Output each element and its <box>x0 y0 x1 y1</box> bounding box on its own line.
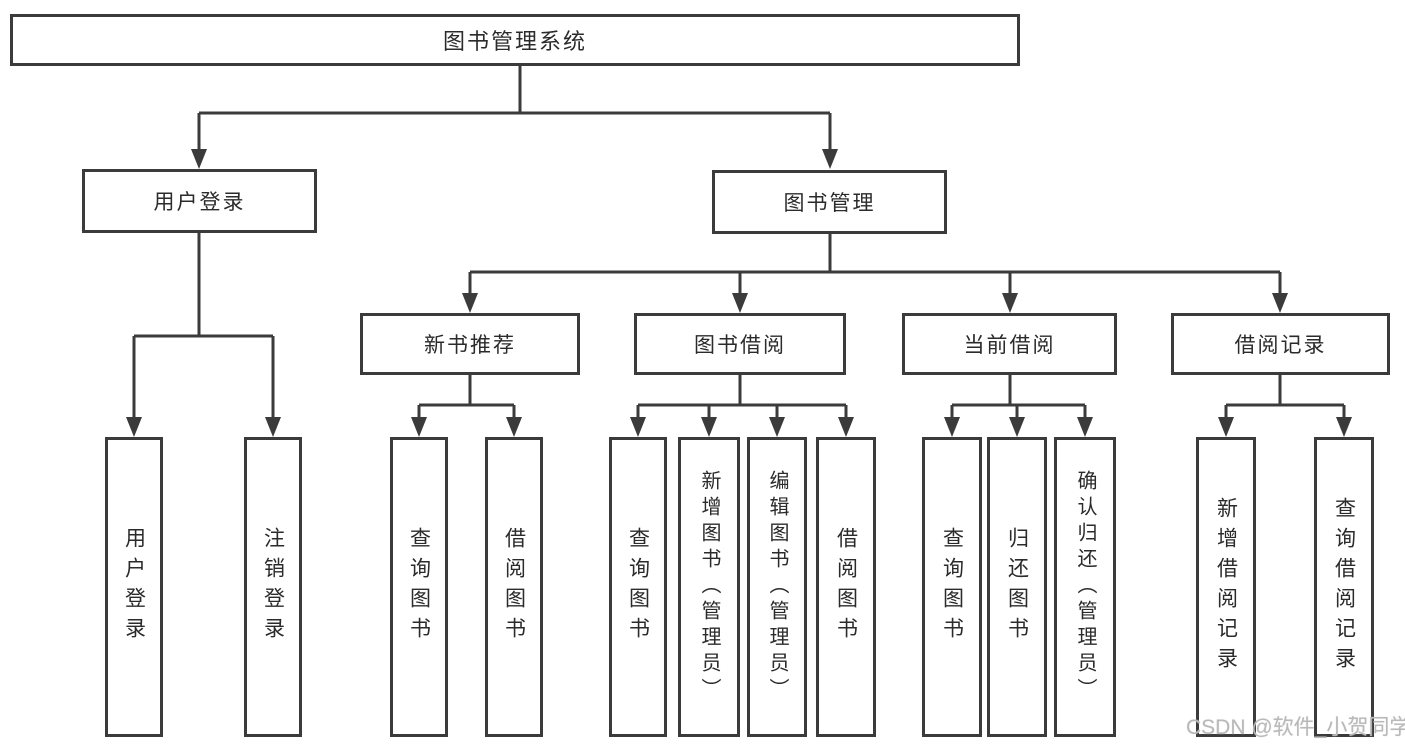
node-label: 借阅记录 <box>1234 334 1327 357</box>
node-label: 图书管理系统 <box>442 29 587 54</box>
leaf-borrow-books-recommend: 借阅图书 <box>485 437 543 737</box>
node-user-login: 用户登录 <box>82 169 317 233</box>
node-label: 当前借阅 <box>963 334 1056 357</box>
node-label: 新书推荐 <box>424 334 516 357</box>
leaf-label: 借阅图书 <box>502 527 526 647</box>
leaf-add-books-admin: 新增图书（管理员） <box>678 437 740 737</box>
node-library-management-system: 图书管理系统 <box>10 14 1020 66</box>
node-book-management: 图书管理 <box>712 170 947 234</box>
leaf-label: 查询借阅记录 <box>1332 497 1356 677</box>
csdn-watermark: CSDN @软件_小贺同学 <box>1186 716 1405 739</box>
node-label: 用户登录 <box>153 191 246 214</box>
leaf-label: 查询图书 <box>626 527 650 647</box>
leaf-query-books-recommend: 查询图书 <box>390 437 448 737</box>
leaf-confirm-return-admin: 确认归还（管理员） <box>1054 437 1116 737</box>
leaf-label: 确认归还（管理员） <box>1074 470 1096 704</box>
node-current-borrowing: 当前借阅 <box>902 313 1117 375</box>
leaf-query-borrow-record: 查询借阅记录 <box>1314 437 1374 737</box>
leaf-label: 新增借阅记录 <box>1214 497 1238 677</box>
leaf-logout: 注销登录 <box>244 437 302 737</box>
node-label: 图书管理 <box>783 192 876 215</box>
leaf-label: 注销登录 <box>261 527 285 647</box>
node-borrow-records: 借阅记录 <box>1171 313 1390 375</box>
leaf-label: 新增图书（管理员） <box>698 470 720 704</box>
node-book-borrowing: 图书借阅 <box>634 313 846 375</box>
node-label: 图书借阅 <box>694 334 786 357</box>
leaf-label: 用户登录 <box>122 527 146 647</box>
leaf-return-books: 归还图书 <box>987 437 1047 737</box>
leaf-label: 编辑图书（管理员） <box>766 470 788 704</box>
leaf-add-borrow-record: 新增借阅记录 <box>1196 437 1256 737</box>
leaf-query-books-borrowing: 查询图书 <box>609 437 667 737</box>
leaf-edit-books-admin: 编辑图书（管理员） <box>747 437 807 737</box>
leaf-label: 查询图书 <box>940 527 964 647</box>
leaf-query-books-current: 查询图书 <box>922 437 982 737</box>
leaf-label: 借阅图书 <box>834 527 858 647</box>
leaf-borrow-books: 借阅图书 <box>816 437 876 737</box>
leaf-user-login: 用户登录 <box>105 437 163 737</box>
leaf-label: 查询图书 <box>407 527 431 647</box>
leaf-label: 归还图书 <box>1005 527 1029 647</box>
node-new-book-recommend: 新书推荐 <box>360 313 580 375</box>
